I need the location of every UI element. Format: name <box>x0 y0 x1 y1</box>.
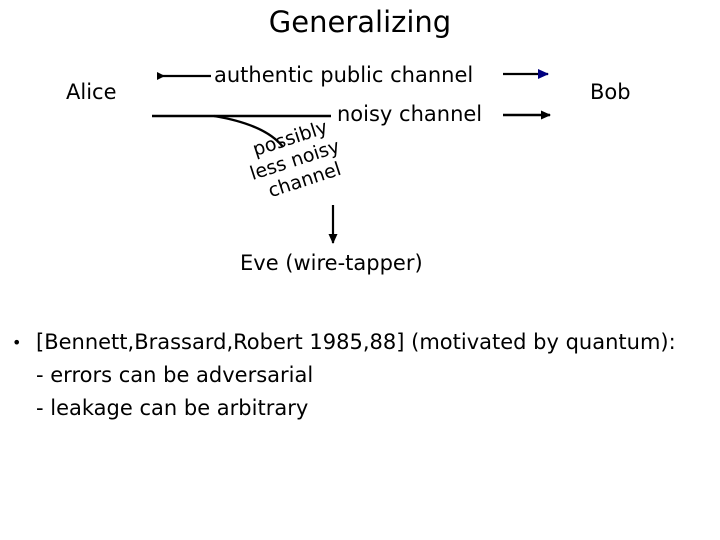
label-alice: Alice <box>66 80 117 104</box>
list-item: • [Bennett,Brassard,Robert 1985,88] (mot… <box>12 326 720 359</box>
label-eve-wiretapper: Eve (wire-tapper) <box>240 251 423 275</box>
bullet-marker-icon: • <box>12 333 22 352</box>
bullet-list: • [Bennett,Brassard,Robert 1985,88] (mot… <box>12 326 720 425</box>
bullet-item-text: [Bennett,Brassard,Robert 1985,88] (motiv… <box>36 330 676 354</box>
label-authentic-public-channel: authentic public channel <box>214 63 474 87</box>
list-item: - errors can be adversarial <box>36 363 314 387</box>
page-title: Generalizing <box>268 5 452 39</box>
label-bob: Bob <box>590 80 631 104</box>
list-item: - leakage can be arbitrary <box>36 396 309 420</box>
label-noisy-channel: noisy channel <box>337 102 483 126</box>
